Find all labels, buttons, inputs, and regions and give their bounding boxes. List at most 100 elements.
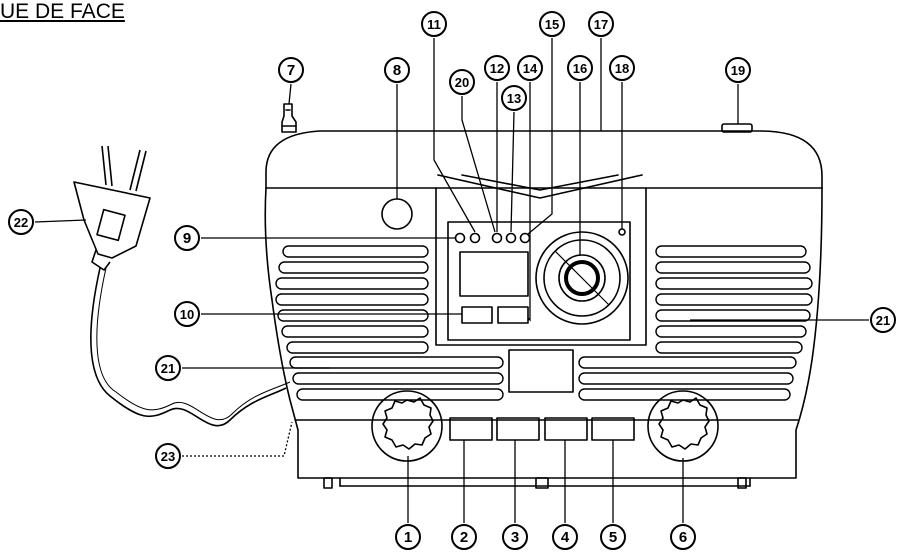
- v-ornament: [437, 174, 643, 199]
- callout-circle: [395, 524, 421, 550]
- callout-2: 2: [451, 524, 477, 550]
- grille-slat-lower-left: [296, 388, 504, 401]
- indicator-led: [618, 228, 626, 236]
- callout-20: 20: [449, 69, 475, 95]
- grille-slats: [275, 245, 813, 401]
- callout-circle: [484, 55, 510, 81]
- antenna: [281, 103, 297, 133]
- callout-circle: [451, 524, 477, 550]
- callout-number: 18: [615, 61, 629, 76]
- bottom-right-knob: [658, 397, 710, 450]
- control-panel: [435, 187, 647, 346]
- radio-outline: [264, 187, 823, 479]
- leader-line-11: [433, 38, 476, 233]
- callout-circle: [670, 524, 696, 550]
- callout-number: 10: [180, 307, 194, 322]
- callout-circle: [517, 55, 543, 81]
- callout-21a: 21: [870, 307, 896, 333]
- leader-lines: [34, 38, 869, 523]
- callout-circle: [725, 57, 751, 83]
- grille-slat-lower-left: [289, 356, 504, 369]
- diagram-heading: UE DE FACE: [0, 0, 125, 23]
- callout-number: 21: [161, 361, 175, 376]
- bottom-left-knob-ring: [371, 390, 443, 462]
- callout-circle: [567, 55, 593, 81]
- callout-number: 4: [561, 529, 570, 546]
- callout-10: 10: [174, 301, 200, 327]
- callout-number: 16: [573, 61, 587, 76]
- callout-3: 3: [502, 524, 528, 550]
- grille-slat-lower-right: [578, 372, 794, 385]
- callout-circle: [609, 55, 635, 81]
- panel-button-right: [497, 306, 529, 324]
- callout-4: 4: [552, 524, 578, 550]
- power-cord: [90, 267, 287, 427]
- callout-circle: [384, 57, 410, 83]
- callout-number: 7: [287, 62, 295, 79]
- callout-circle: [588, 11, 614, 37]
- callout-circle: [449, 69, 475, 95]
- panel-small-knob: [519, 232, 531, 244]
- grille-slat-right: [655, 261, 811, 274]
- callout-6: 6: [670, 524, 696, 550]
- callout-number: 17: [594, 17, 608, 32]
- leader-line-22: [34, 219, 87, 223]
- grille-slat-right: [655, 293, 813, 306]
- callout-circle: [870, 307, 896, 333]
- callout-number: 15: [545, 17, 559, 32]
- leader-line-15: [527, 38, 553, 235]
- top-knob-19: [721, 123, 753, 133]
- callout-number: 5: [609, 529, 617, 546]
- center-foot: [535, 477, 549, 489]
- radio-top-cap: [265, 130, 823, 189]
- callout-22: 22: [8, 209, 34, 235]
- callout-circle: [8, 209, 34, 235]
- dial-outer: [535, 231, 629, 325]
- callout-8: 8: [384, 57, 410, 83]
- callout-number: 21: [876, 313, 890, 328]
- grille-slat-right: [655, 245, 807, 258]
- callout-14: 14: [517, 55, 543, 81]
- round-button-8: [381, 198, 413, 230]
- callout-number: 19: [731, 63, 745, 78]
- callout-circle: [278, 57, 304, 83]
- power-plug: [73, 145, 291, 427]
- grille-slat-right: [655, 325, 807, 338]
- radio-body: [264, 103, 823, 489]
- callout-21b: 21: [155, 355, 181, 381]
- callout-number: 14: [523, 61, 538, 76]
- bottom-button-3: [496, 417, 540, 441]
- callout-circle: [502, 524, 528, 550]
- callout-circle: [174, 301, 200, 327]
- bottom-button-5: [591, 417, 635, 441]
- callout-circle: [155, 355, 181, 381]
- power-cord-inner: [96, 267, 291, 421]
- callout-16: 16: [567, 55, 593, 81]
- grille-slat-lower-right: [578, 356, 797, 369]
- control-panel-frame: [447, 221, 631, 341]
- callout-23: 23: [155, 443, 181, 469]
- dial-knob: [558, 254, 606, 302]
- grille-slat-left: [277, 309, 429, 322]
- callout-number: 8: [393, 62, 401, 79]
- panel-small-knob: [491, 232, 503, 244]
- panel-small-knob: [505, 232, 517, 244]
- grille-slat-left: [282, 245, 429, 258]
- callout-1: 1: [395, 524, 421, 550]
- leader-line-14: [527, 82, 531, 322]
- callout-17: 17: [588, 11, 614, 37]
- grille-slat-left: [281, 325, 429, 338]
- grille-slat-right: [655, 341, 803, 354]
- grille-slat-lower-right: [578, 388, 791, 401]
- grille-slat-right: [655, 309, 811, 322]
- leader-line-7: [288, 83, 292, 105]
- bottom-right-knob-ring: [647, 390, 719, 462]
- bottom-button-2: [449, 417, 493, 441]
- grille-slat-left: [275, 293, 429, 306]
- callout-number: 12: [490, 61, 504, 76]
- callout-18: 18: [609, 55, 635, 81]
- callout-circle: [600, 524, 626, 550]
- callout-15: 15: [539, 11, 565, 37]
- callout-number: 20: [455, 75, 469, 90]
- right-foot: [737, 477, 747, 489]
